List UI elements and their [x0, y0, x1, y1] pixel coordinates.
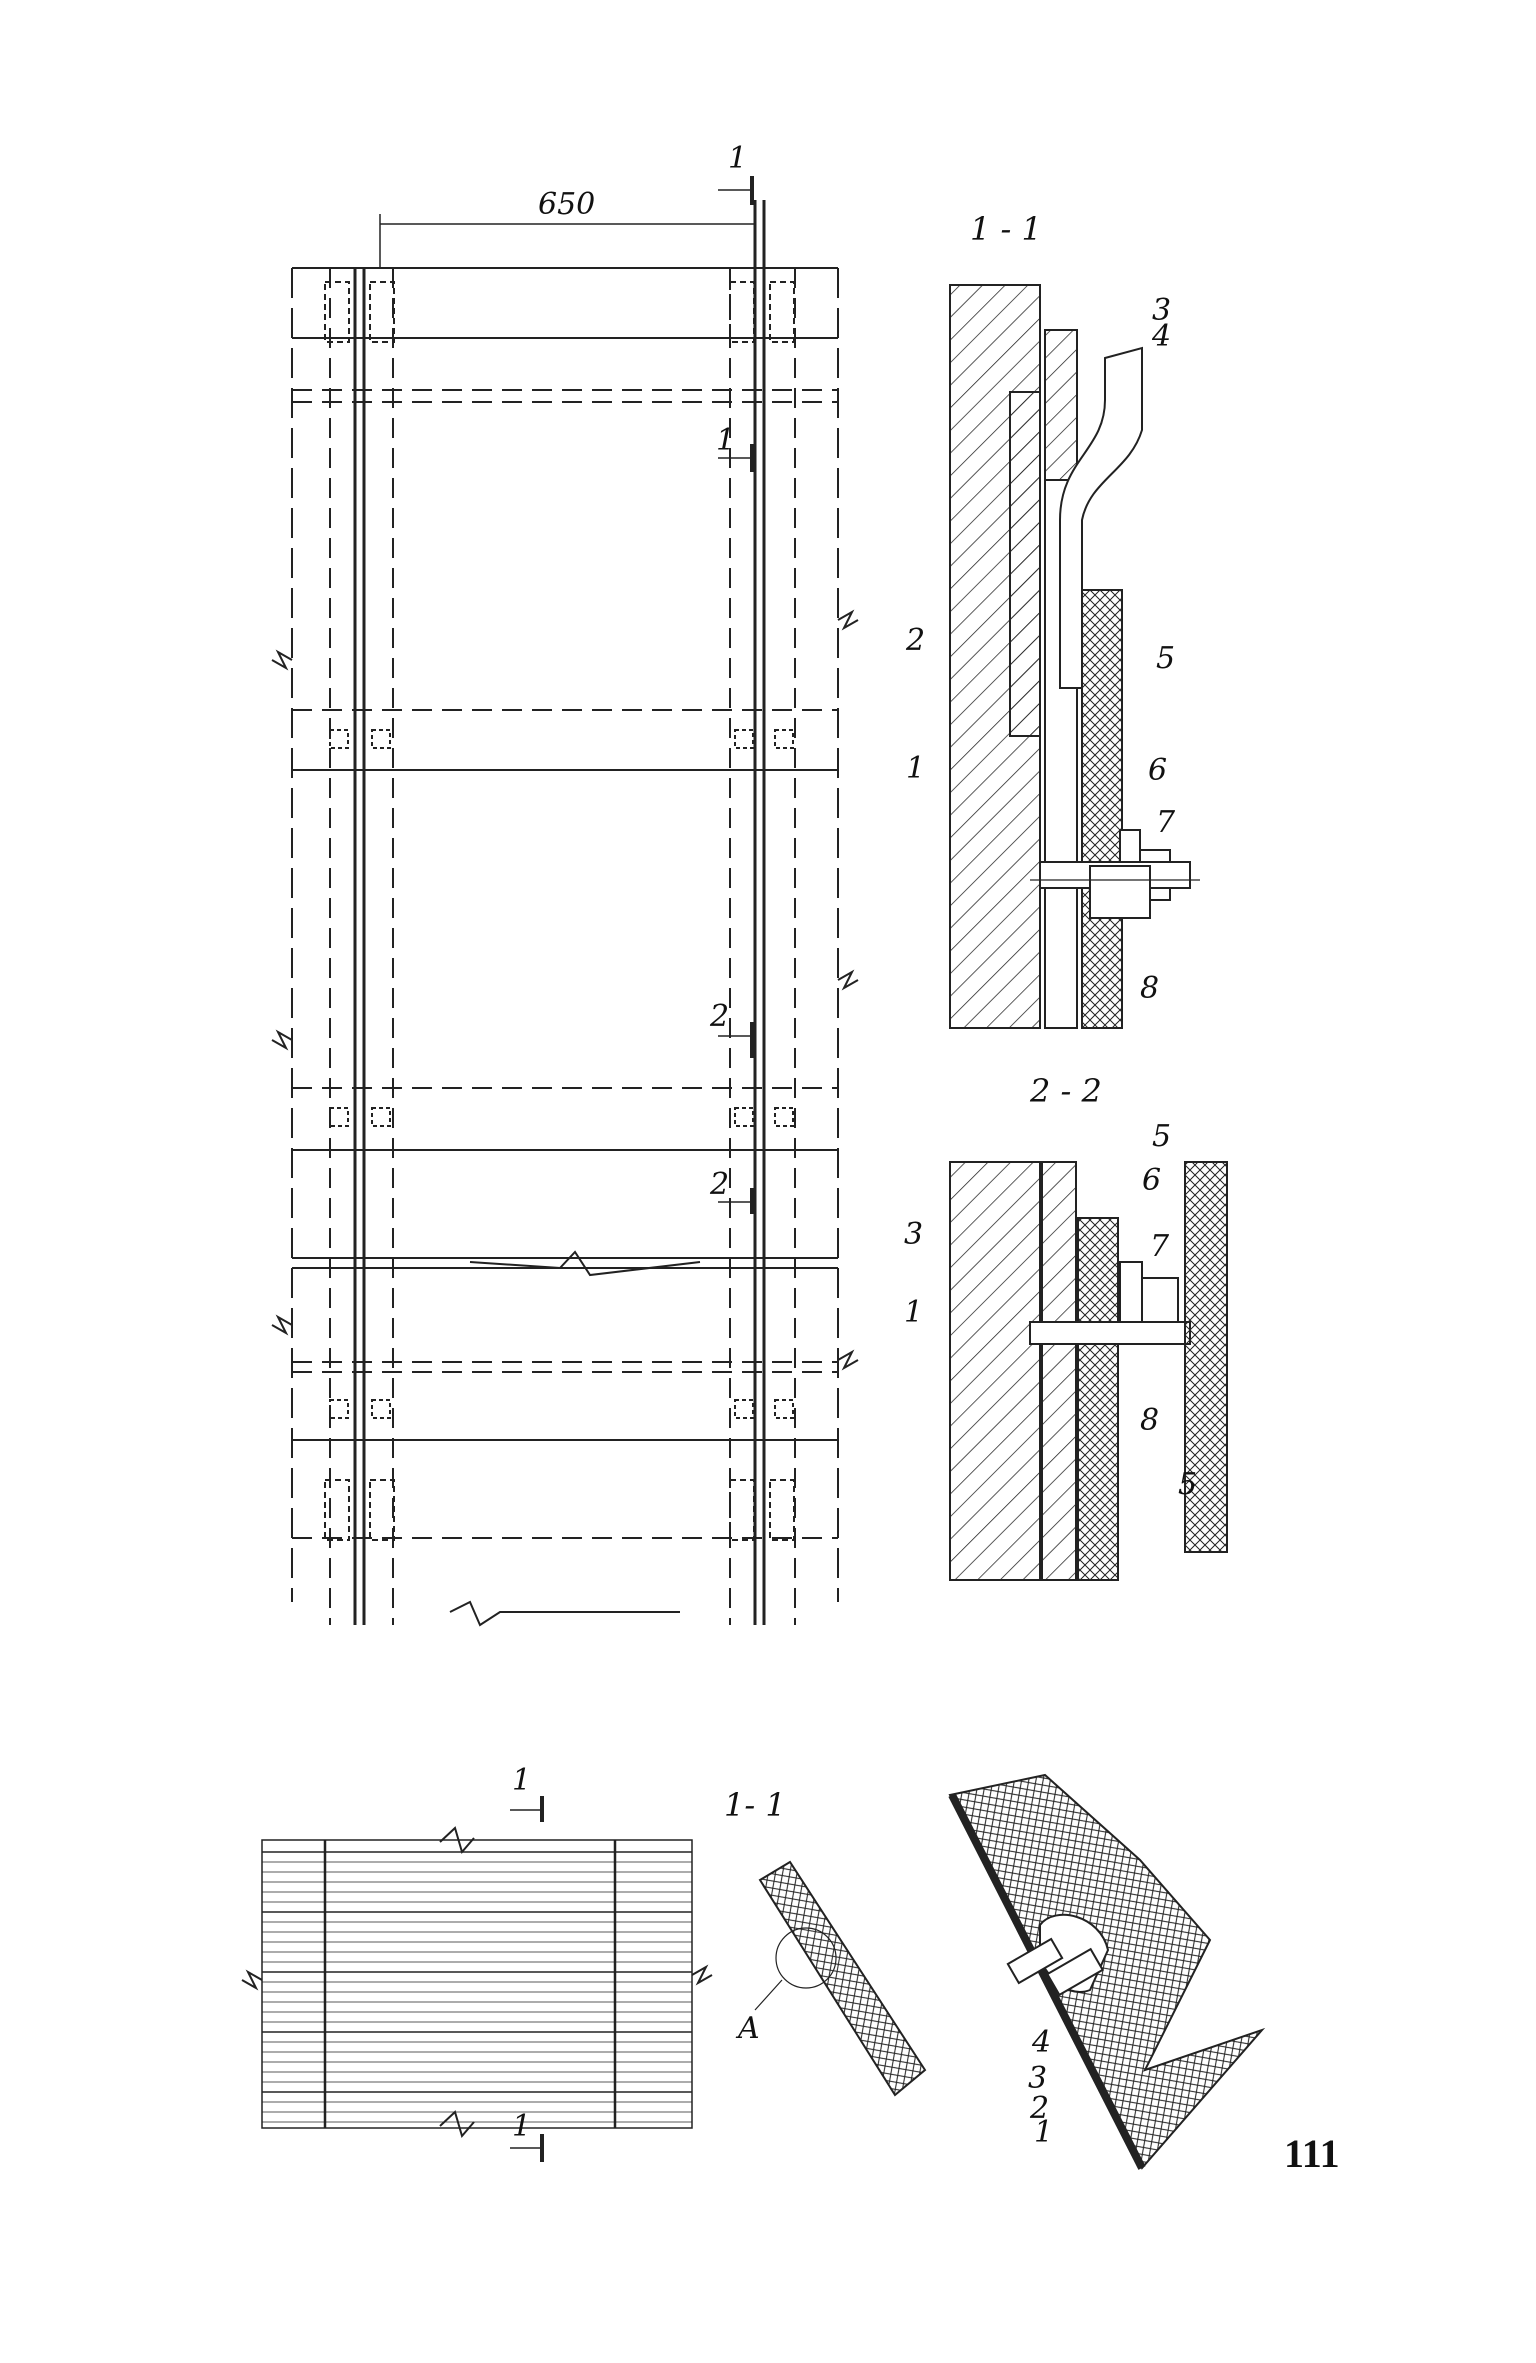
bottom-plan-view — [241, 1796, 713, 2162]
section-1-1-view — [949, 284, 1200, 1029]
svg-text:2: 2 — [1029, 2091, 1049, 2126]
svg-text:3: 3 — [1152, 293, 1171, 328]
detail-a-view — [948, 1773, 1266, 2170]
svg-text:2: 2 — [905, 623, 925, 658]
section-mark-1-top: 1 — [728, 141, 747, 176]
svg-text:3: 3 — [1028, 2061, 1047, 2096]
section-2-2-view — [949, 1161, 1228, 1581]
svg-text:1: 1 — [906, 751, 925, 786]
section-title-bottom-1-1: 1- 1 — [724, 1786, 786, 1824]
svg-text:3: 3 — [904, 1217, 923, 1252]
svg-text:4: 4 — [1151, 319, 1171, 354]
svg-text:6: 6 — [1142, 1163, 1161, 1198]
elevation-view — [271, 176, 859, 1627]
svg-text:8: 8 — [1140, 971, 1159, 1006]
section-mark-1-mid: 1 — [716, 423, 735, 458]
svg-text:4: 4 — [1031, 2025, 1051, 2060]
callouts-detail-a: 4 3 2 1 — [1028, 2025, 1053, 2150]
dimension-650: 650 — [538, 187, 595, 222]
svg-text:5: 5 — [1152, 1119, 1171, 1154]
callouts-section-2-2: 5 3 6 7 1 8 5 — [904, 1119, 1197, 1502]
svg-text:6: 6 — [1148, 753, 1167, 788]
section-title-2-2: 2 - 2 — [1029, 1072, 1102, 1110]
svg-text:7: 7 — [1150, 1229, 1170, 1264]
section-mark-2-upper: 2 — [709, 999, 729, 1034]
page-number: 111 — [1284, 2131, 1340, 2176]
section-title-1-1: 1 - 1 — [970, 210, 1042, 248]
svg-text:8: 8 — [1140, 1403, 1159, 1438]
svg-text:7: 7 — [1156, 805, 1176, 840]
callouts-section-1-1: 3 4 2 5 1 6 7 8 — [905, 293, 1176, 1006]
svg-text:1: 1 — [1034, 2115, 1053, 2150]
section-mark-1-plan-bottom: 1 — [512, 2109, 531, 2144]
section-mark-1-plan-top: 1 — [512, 1763, 531, 1798]
svg-text:1: 1 — [904, 1295, 923, 1330]
svg-text:5: 5 — [1156, 641, 1175, 676]
detail-mark-A: A — [735, 2011, 760, 2046]
svg-text:5: 5 — [1178, 1467, 1197, 1502]
section-mark-2-lower: 2 — [709, 1167, 729, 1202]
bottom-section-1-1-view — [754, 1860, 927, 2097]
